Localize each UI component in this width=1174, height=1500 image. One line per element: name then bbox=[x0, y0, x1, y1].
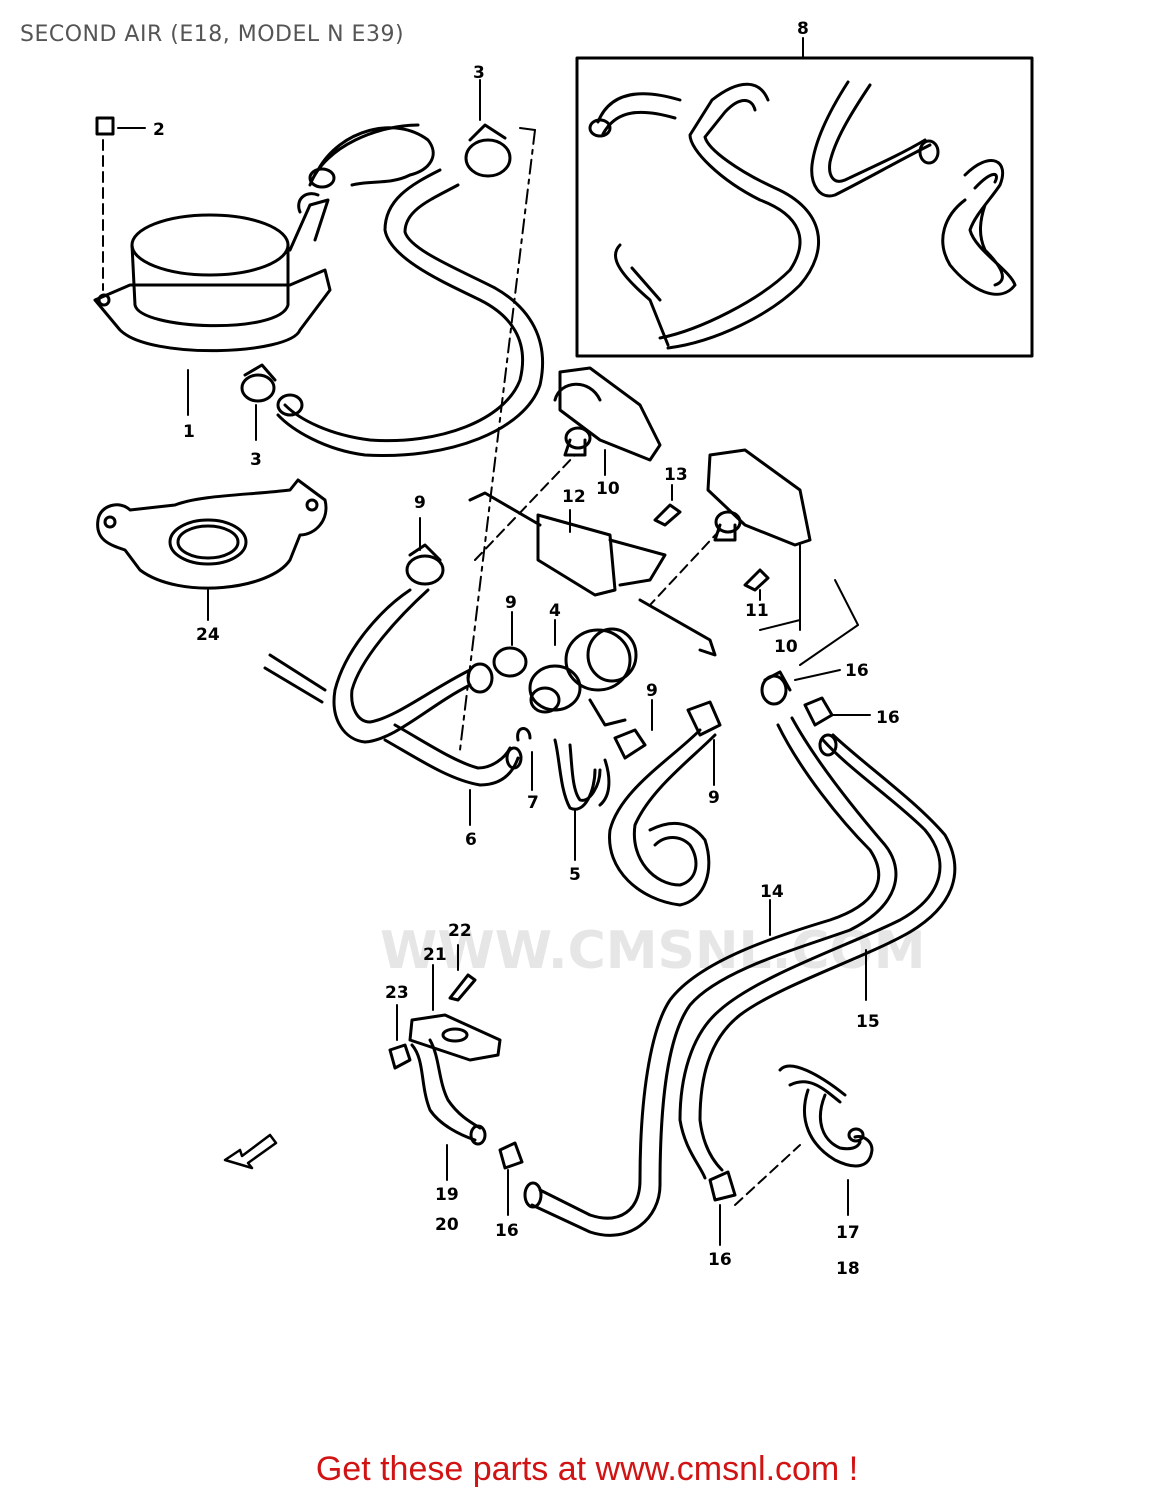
callout-15: 15 bbox=[856, 1012, 880, 1032]
clamp-9-a bbox=[405, 543, 445, 586]
clamp-16-b bbox=[803, 696, 871, 727]
bolt-2 bbox=[95, 116, 146, 291]
hose-8c-end bbox=[918, 139, 940, 165]
hose-long-s bbox=[276, 168, 545, 458]
clamp-16-a bbox=[760, 670, 792, 706]
hose-long-end bbox=[276, 393, 304, 417]
gasket-21 bbox=[408, 1013, 502, 1062]
callout-23: 23 bbox=[385, 983, 409, 1003]
callout-8: 8 bbox=[797, 19, 809, 39]
callout-10-b: 10 bbox=[774, 637, 798, 657]
callout-9-d: 9 bbox=[708, 788, 720, 808]
callout-24: 24 bbox=[196, 625, 220, 645]
callout-12: 12 bbox=[562, 487, 586, 507]
bolt-11 bbox=[743, 568, 770, 592]
air-cleaner bbox=[93, 192, 332, 353]
pipe-19-end bbox=[469, 1124, 487, 1146]
pipe-19 bbox=[410, 1038, 482, 1142]
clamp-9-d bbox=[686, 700, 722, 737]
callout-9-c: 9 bbox=[646, 681, 658, 701]
callout-9-b: 9 bbox=[505, 593, 517, 613]
cover-12 bbox=[468, 491, 717, 657]
callout-21: 21 bbox=[423, 945, 447, 965]
callout-5: 5 bbox=[569, 865, 581, 885]
callout-19: 19 bbox=[435, 1185, 459, 1205]
callout-labels: 1 2 3 3 4 5 6 7 8 9 9 9 9 10 10 11 12 13… bbox=[153, 19, 900, 1279]
clamp-3-top bbox=[464, 79, 512, 178]
callout-9-a: 9 bbox=[414, 493, 426, 513]
callout-6: 6 bbox=[465, 830, 477, 850]
clip-7 bbox=[516, 727, 532, 742]
callout-3-bottom: 3 bbox=[250, 450, 262, 470]
hose-set-box bbox=[575, 56, 1034, 358]
clamp-3-bottom bbox=[240, 363, 277, 441]
hose-top-end bbox=[308, 167, 336, 189]
hose-8d bbox=[941, 159, 1017, 296]
hose-8c bbox=[810, 80, 932, 198]
callout-20: 20 bbox=[435, 1215, 459, 1235]
callout-16-b: 16 bbox=[876, 708, 900, 728]
pipe-17 bbox=[778, 1064, 874, 1168]
valve-4 bbox=[528, 619, 638, 727]
diagram-title: SECOND AIR (E18, MODEL N E39) bbox=[20, 22, 405, 47]
callout-10-a: 10 bbox=[596, 479, 620, 499]
callout-16-a: 16 bbox=[845, 661, 869, 681]
callout-3-top: 3 bbox=[473, 63, 485, 83]
bolt-13 bbox=[653, 503, 682, 527]
callout-2: 2 bbox=[153, 120, 165, 140]
parts-diagram: WWW.CMSNL.COM bbox=[93, 19, 1034, 1279]
clamp-9-c bbox=[613, 728, 647, 760]
callout-1: 1 bbox=[183, 422, 195, 442]
callout-11: 11 bbox=[745, 601, 769, 621]
bracket-24 bbox=[96, 478, 328, 621]
hose-15 bbox=[678, 733, 957, 1180]
hose-8a-end bbox=[588, 118, 612, 138]
hose-6 bbox=[383, 723, 520, 787]
pipe-17-end bbox=[847, 1127, 865, 1143]
hose-8b bbox=[614, 82, 821, 350]
parts-link-banner[interactable]: Get these parts at www.cmsnl.com ! bbox=[315, 1450, 859, 1488]
hose-15-end bbox=[818, 733, 838, 757]
clamp-16-c bbox=[498, 1141, 524, 1170]
callout-4: 4 bbox=[549, 601, 561, 621]
hose-9-left bbox=[332, 588, 472, 744]
hose-top-curve bbox=[308, 123, 435, 187]
hose-14 bbox=[530, 716, 898, 1237]
hose-6-end bbox=[505, 746, 523, 770]
callout-18: 18 bbox=[836, 1259, 860, 1279]
clamp-9-b bbox=[466, 646, 528, 694]
hose-9-right bbox=[608, 728, 717, 907]
clamp-16-d bbox=[708, 1170, 737, 1202]
callout-16-c: 16 bbox=[495, 1221, 519, 1241]
callout-16-d: 16 bbox=[708, 1250, 732, 1270]
hose-14-end bbox=[523, 1181, 543, 1209]
front-arrow-icon bbox=[223, 1133, 278, 1170]
callout-17: 17 bbox=[836, 1223, 860, 1243]
bolt-22 bbox=[448, 973, 477, 1002]
hose-8a bbox=[596, 92, 682, 136]
callout-14: 14 bbox=[760, 882, 784, 902]
nut-23 bbox=[388, 1043, 412, 1070]
callout-22: 22 bbox=[448, 921, 472, 941]
hose-5 bbox=[553, 738, 611, 811]
callout-13: 13 bbox=[664, 465, 688, 485]
watermark: WWW.CMSNL.COM bbox=[380, 921, 925, 981]
reed-valve-10-top bbox=[553, 366, 662, 462]
callout-7: 7 bbox=[527, 793, 539, 813]
pipe-left bbox=[263, 653, 327, 704]
